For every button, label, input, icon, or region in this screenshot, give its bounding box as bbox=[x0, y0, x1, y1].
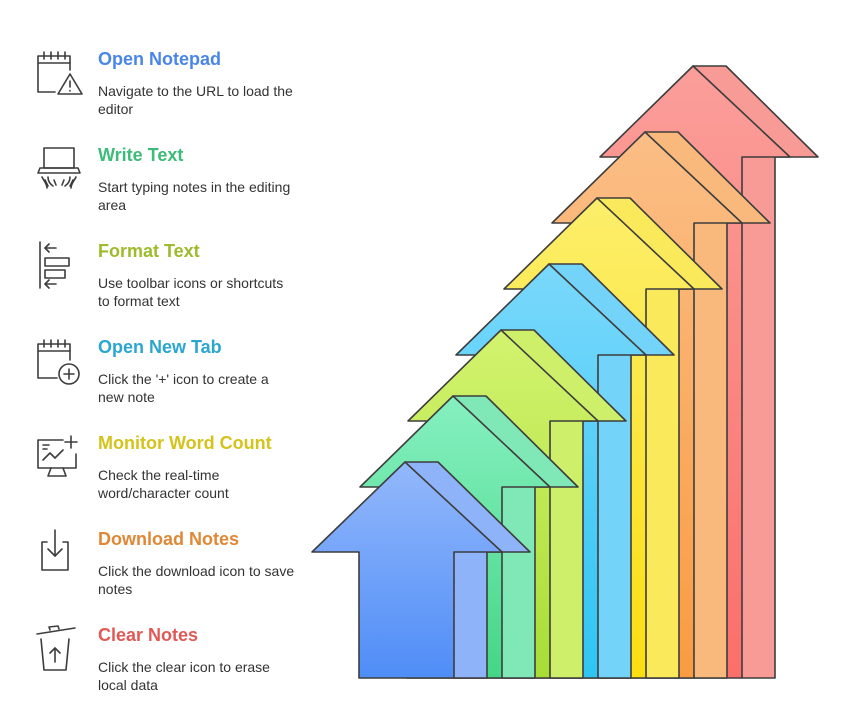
step-description: Click the clear icon to erase local data bbox=[98, 659, 270, 693]
step-title: Open Notepad bbox=[98, 49, 222, 69]
step-title: Format Text bbox=[98, 241, 200, 261]
step-title: Clear Notes bbox=[98, 625, 199, 645]
laptop-typing-icon bbox=[33, 144, 85, 196]
monitor-chart-icon bbox=[33, 432, 85, 484]
arrow-1 bbox=[311, 461, 531, 679]
step-description: Use toolbar icons or shortcuts to format… bbox=[98, 275, 284, 309]
calendar-add-icon bbox=[33, 336, 85, 388]
step-title: Open New Tab bbox=[98, 337, 222, 357]
step-description: Click the '+' icon to create a new note bbox=[98, 371, 269, 405]
rising-arrows-graphic bbox=[311, 65, 819, 679]
download-icon bbox=[33, 528, 85, 580]
step-title: Download Notes bbox=[98, 529, 240, 549]
step-description: Start typing notes in the editing area bbox=[98, 179, 291, 213]
step-description: Check the real-time word/character count bbox=[98, 467, 229, 501]
step-title: Monitor Word Count bbox=[98, 433, 272, 453]
calendar-alert-icon bbox=[33, 48, 85, 100]
step-description: Click the download icon to save notes bbox=[98, 563, 295, 597]
trash-icon bbox=[33, 624, 85, 676]
step-title: Write Text bbox=[98, 145, 184, 165]
step-description: Navigate to the URL to load the editor bbox=[98, 83, 293, 117]
align-format-icon bbox=[33, 240, 85, 292]
